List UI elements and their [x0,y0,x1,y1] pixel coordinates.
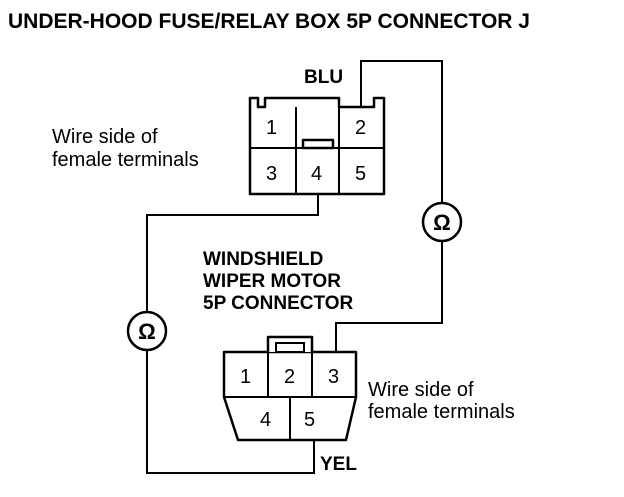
motor-connector-latch-inner [275,342,305,353]
motor-pin-3: 3 [328,366,339,388]
connector-j-color-label: BLU [304,67,343,88]
connector-j-pin-2: 2 [355,117,366,139]
motor-pin-2: 2 [284,366,295,388]
connector-j-pin-4: 4 [311,163,322,185]
motor-title-line3: 5P CONNECTOR [203,293,354,314]
motor-pin-5: 5 [304,409,315,431]
ohmmeter-right: Ω [421,201,463,243]
ohmmeter-left: Ω [126,310,168,352]
connector-j-pin-5: 5 [355,163,366,185]
wire-meter-right-to-motor3 [335,241,443,352]
motor-connector: 1 2 3 4 5 [222,335,358,442]
motor-note-line2: female terminals [368,401,515,423]
ohm-icon: Ω [433,210,451,235]
connector-j-pin-1: 1 [266,117,277,139]
ohm-icon: Ω [138,319,156,344]
diagram-title: UNDER-HOOD FUSE/RELAY BOX 5P CONNECTOR J [8,10,530,33]
wire-meter-left-to-motor5 [146,350,315,474]
wire-j4-to-meter-left [146,194,319,312]
motor-title-line2: WIPER MOTOR [203,271,341,292]
connector-j-note-line1: Wire side of [52,126,158,148]
motor-color-label: YEL [320,454,357,475]
wire-j2-to-motor3 [360,60,443,203]
connector-j-pin-3: 3 [266,163,277,185]
motor-pin-4: 4 [260,409,271,431]
connector-j: 1 2 3 4 5 [248,96,386,196]
connector-j-note-line2: female terminals [52,149,199,171]
connector-j-latch [301,138,335,150]
motor-title-line1: WINDSHIELD [203,249,323,270]
motor-note-line1: Wire side of [368,379,474,401]
motor-pin-1: 1 [240,366,251,388]
